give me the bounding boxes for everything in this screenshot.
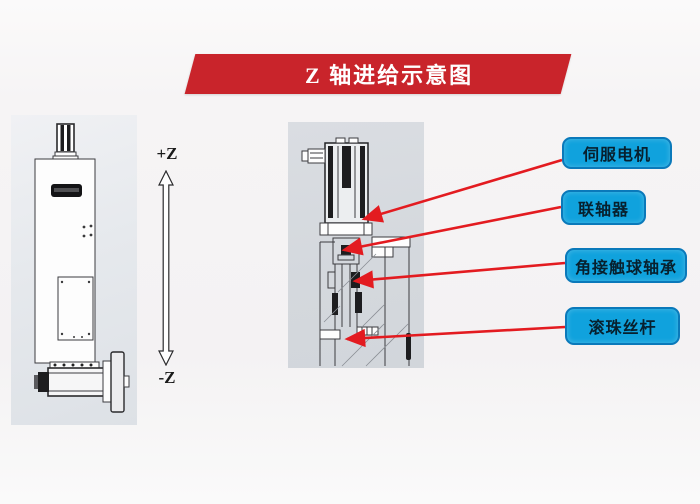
axis-plus-z-label: +Z [156,144,178,163]
machine-render-panel [11,115,137,425]
callout-ball-screw: 滚珠丝杆 [565,307,680,345]
callout-angular-contact-bearing: 角接触球轴承 [565,248,687,283]
callout-coupling-label: 联轴器 [577,201,629,219]
z-axis-double-arrow [158,170,174,366]
callout-ball-screw-label: 滚珠丝杆 [588,320,657,337]
z-axis-cross-section-image [301,137,411,367]
title-banner: Z 轴进给示意图 [184,54,572,94]
cross-section-panel [288,122,424,368]
page-title: Z 轴进给示意图 [304,63,474,88]
callout-angular-contact-bearing-label: 角接触球轴承 [574,259,677,277]
z-axis-module-image [34,123,130,413]
callout-coupling: 联轴器 [561,190,646,225]
axis-minus-z-label: -Z [158,368,176,387]
callout-servo-motor: 伺服电机 [562,137,672,169]
callout-servo-motor-label: 伺服电机 [582,147,651,164]
coupling-part [341,245,351,255]
